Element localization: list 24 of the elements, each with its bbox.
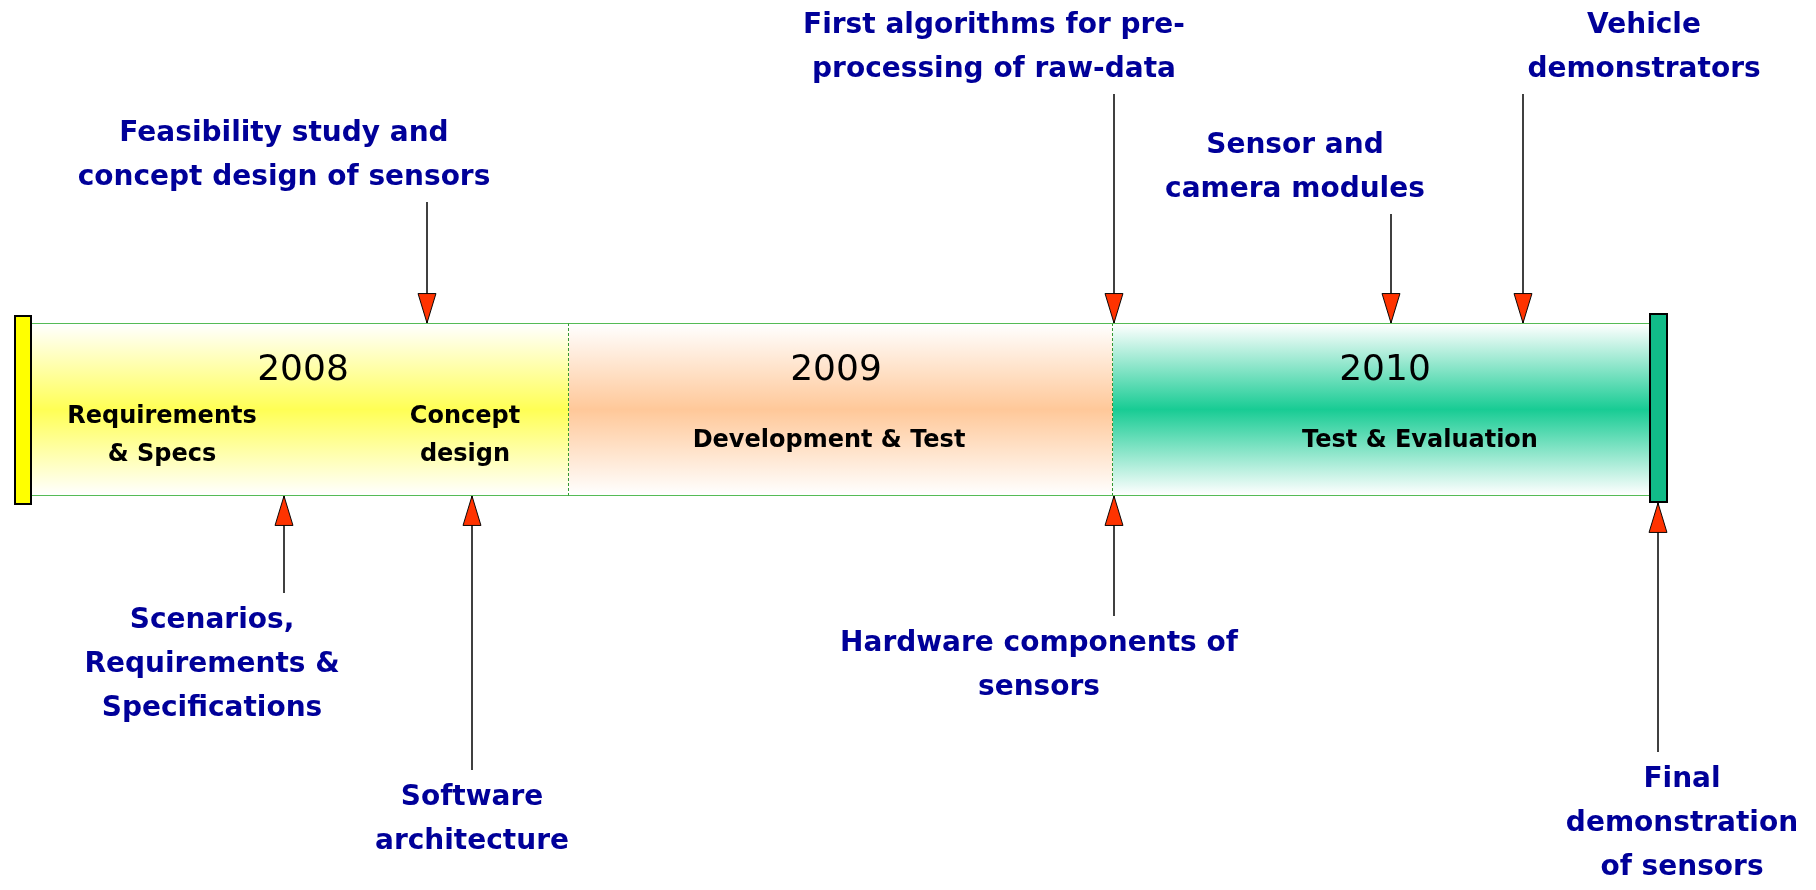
timeline-end-bar <box>14 315 32 505</box>
timeline-phase-band <box>32 323 569 496</box>
arrow <box>1104 495 1124 617</box>
timeline-phase-band <box>1113 323 1649 496</box>
milestone-label: Scenarios, Requirements & Specifications <box>67 597 357 729</box>
phase-label: Development & Test <box>691 424 967 455</box>
milestone-label: Sensor and camera modules <box>1145 122 1445 210</box>
year-label: 2010 <box>1338 346 1432 390</box>
timeline-end-bar <box>1649 313 1668 503</box>
milestone-label: Hardware components of sensors <box>839 620 1239 708</box>
milestone-label: First algorithms for pre-processing of raw-data <box>759 2 1229 90</box>
phase-label: Concept design <box>408 400 522 469</box>
milestone-label: Vehicle demonstrators <box>1494 2 1794 90</box>
year-label: 2009 <box>789 346 883 390</box>
phase-label: Test & Evaluation <box>1301 424 1539 455</box>
timeline-phase-band <box>569 323 1113 496</box>
milestone-label: Feasibility study and concept design of sensors <box>64 110 504 198</box>
arrow <box>417 201 437 324</box>
arrow <box>1513 93 1533 324</box>
milestone-label: Software architecture <box>352 774 592 862</box>
arrow <box>1381 213 1401 324</box>
phase-label: Requirements & Specs <box>66 400 258 469</box>
milestone-label: Final demonstration of sensors <box>1554 756 1810 888</box>
year-label: 2008 <box>256 346 350 390</box>
